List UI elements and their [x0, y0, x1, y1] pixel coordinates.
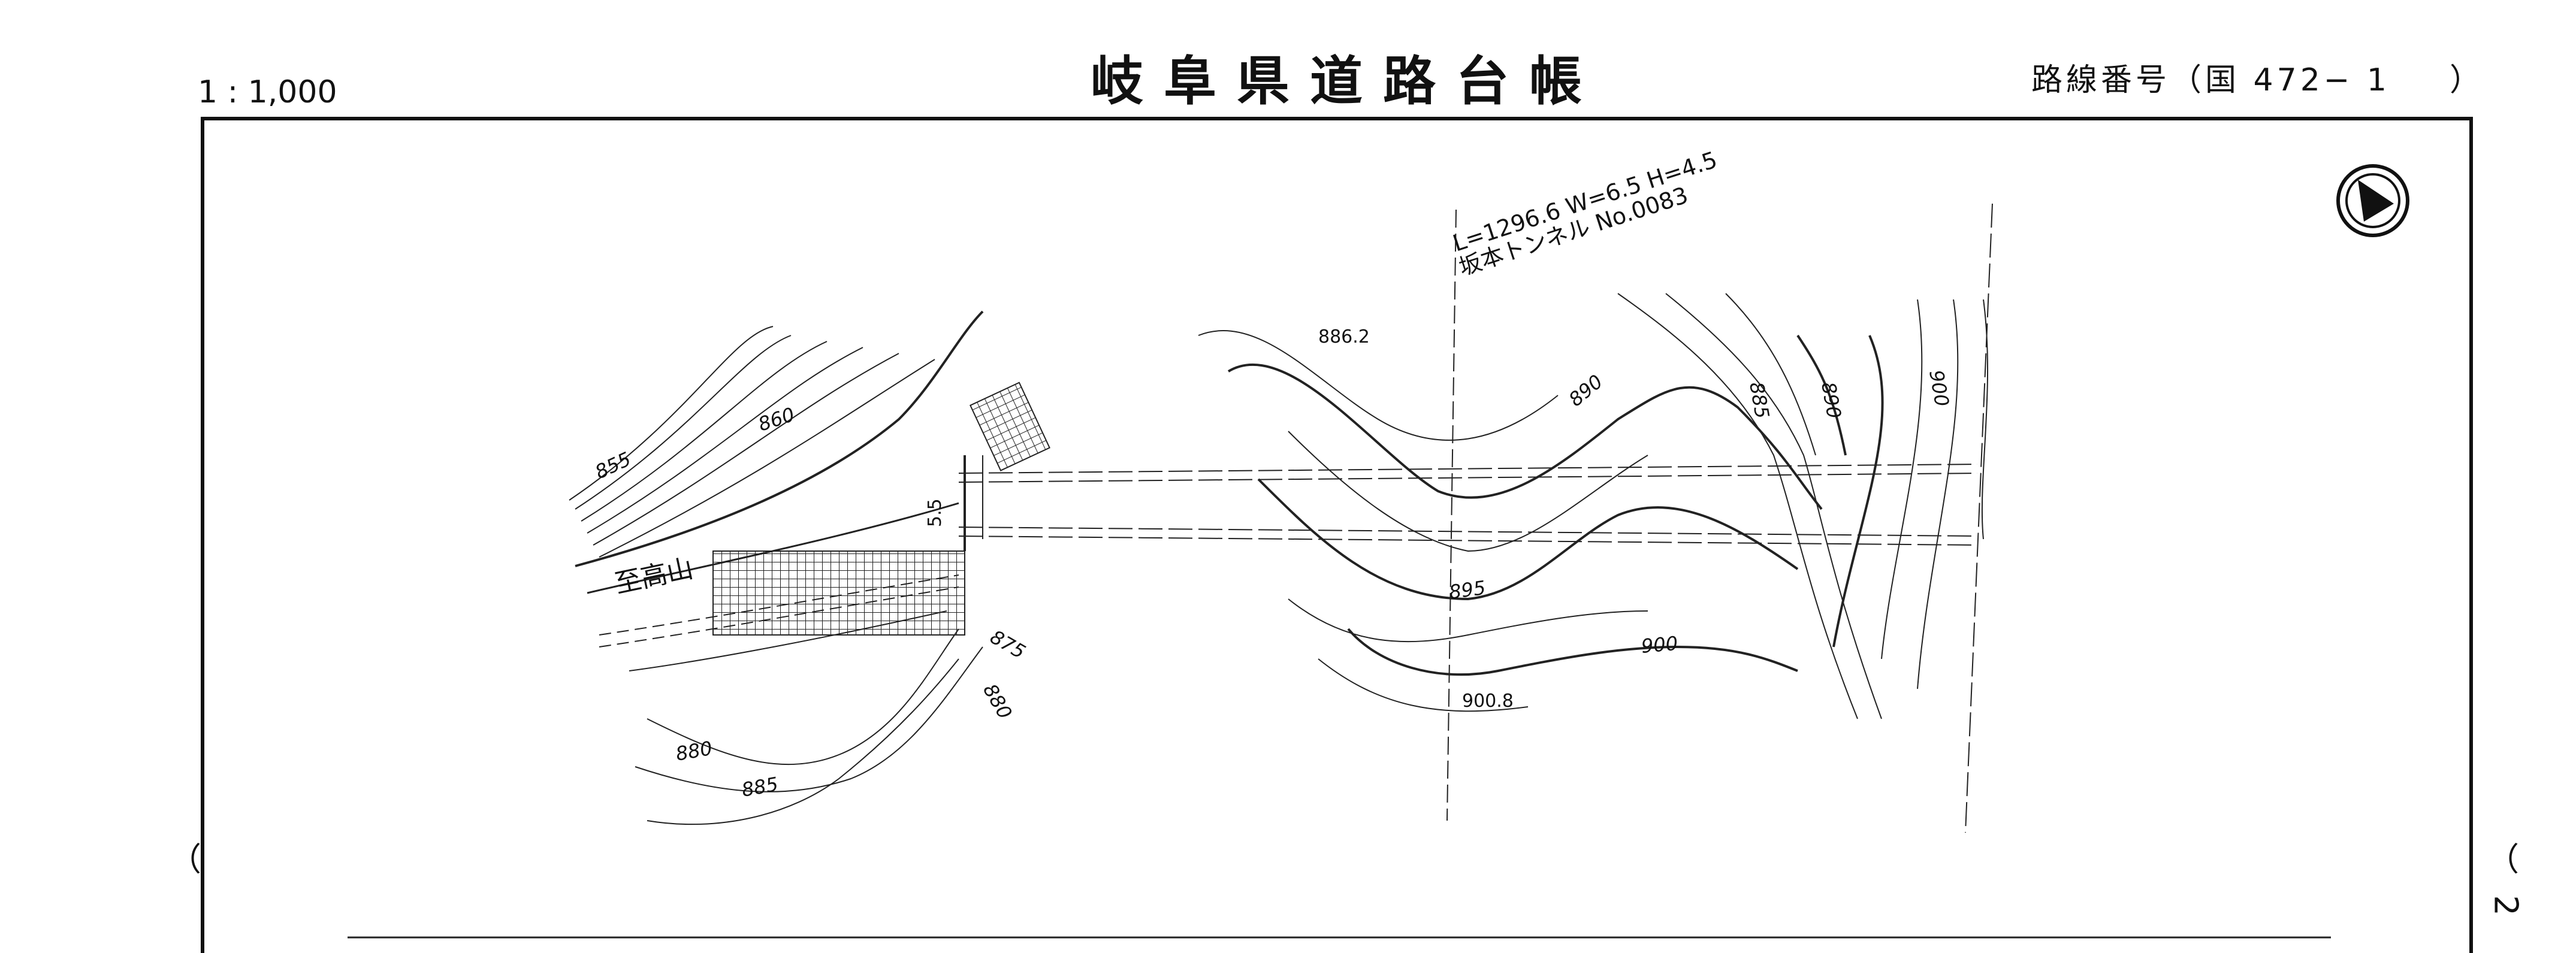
north-arrow-icon [2336, 164, 2409, 237]
contour-label-875: 875 [986, 625, 1029, 663]
map-frame [201, 117, 2473, 953]
map-scale: 1 : 1,000 [198, 74, 337, 110]
spot-height-1: 886.2 [1318, 326, 1370, 347]
contour-label-890a: 890 [1565, 370, 1607, 411]
route-number-close: ） [2450, 62, 2481, 98]
contour-label-885a: 885 [740, 773, 780, 801]
spot-height-2: 900.8 [1462, 691, 1514, 712]
contour-label-895: 895 [1448, 576, 1487, 604]
direction-label: 至高山 [612, 553, 696, 599]
contour-label-880a: 880 [979, 680, 1016, 723]
right-margin-mark: （ [2487, 840, 2519, 878]
road-width-label: 5.5 [925, 498, 946, 527]
page-title: 岐阜県道路台帳 [1091, 50, 1603, 112]
contour-label-880b: 880 [674, 737, 714, 766]
route-number-label: 路線番号（国 472− 1 [2031, 62, 2390, 98]
left-margin-mark: （ [169, 840, 201, 878]
contour-label-900b: 900 [1925, 368, 1953, 409]
contour-label-855: 855 [591, 447, 634, 483]
contour-label-890b: 890 [1817, 380, 1846, 420]
contour-label-860: 860 [756, 403, 798, 436]
contour-label-900a: 900 [1640, 632, 1678, 658]
